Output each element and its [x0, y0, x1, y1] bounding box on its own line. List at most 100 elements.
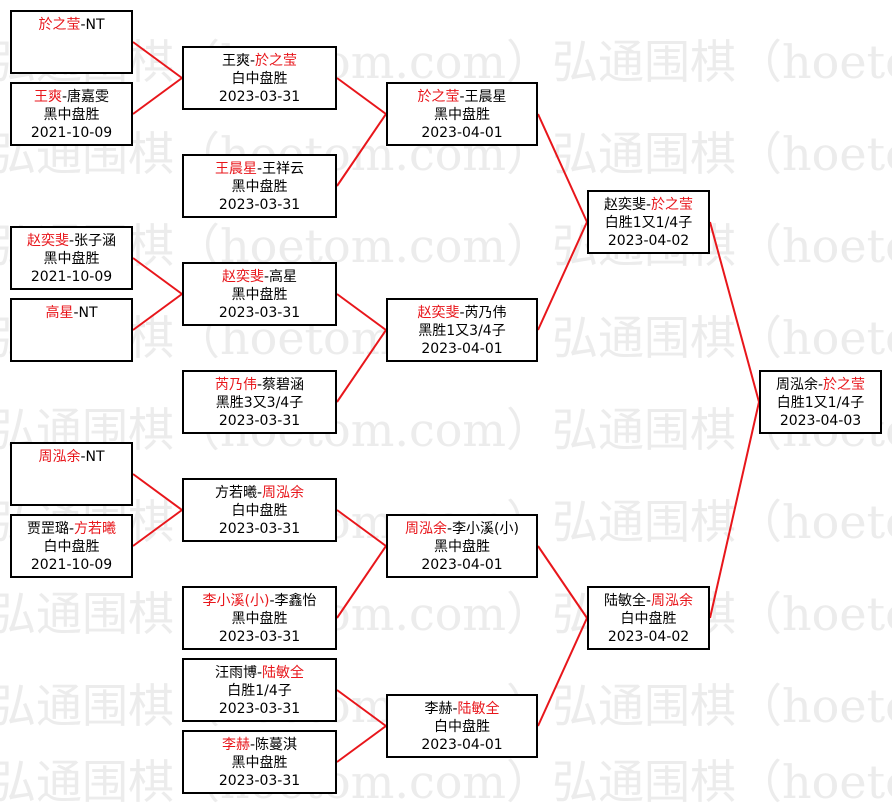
match-box: 芮乃伟-蔡碧涵 黑胜3又3/4子 2023-03-31 — [182, 370, 337, 434]
player-1: 王爽 — [221, 53, 250, 69]
separator: - — [269, 593, 275, 609]
connector-line — [132, 77, 183, 115]
players-line: 赵奕斐-高星 — [184, 268, 335, 286]
separator: - — [80, 17, 86, 33]
player-1: 於之莹 — [38, 17, 81, 33]
connector-line — [336, 77, 387, 115]
watermark-text: 弘通围棋（hoetom.com）弘通围棋（hoetom.com）弘通围棋 — [0, 35, 892, 89]
player-2: 周泓余 — [262, 485, 305, 501]
match-box: 王晨星-王祥云 黑中盘胜 2023-03-31 — [182, 154, 337, 218]
match-box: 贾罡璐-方若曦 白中盘胜 2021-10-09 — [10, 514, 133, 578]
player-1: 李赫 — [221, 737, 250, 753]
players-line: 李赫-陈蔓淇 — [184, 736, 335, 754]
player-1: 赵奕斐 — [221, 269, 264, 285]
connector-line — [336, 509, 387, 547]
date-text: 2023-04-01 — [421, 125, 503, 141]
match-box: 李小溪(小)-李鑫怡 黑中盘胜 2023-03-31 — [182, 586, 337, 650]
player-1: 李赫 — [424, 701, 453, 717]
match-box: 高星-NT — [10, 298, 133, 362]
connector-line — [537, 113, 588, 223]
player-1: 陆敏全 — [603, 593, 646, 609]
separator: - — [817, 377, 824, 393]
match-box: 李赫-陈蔓淇 黑中盘胜 2023-03-31 — [182, 730, 337, 794]
result-text: 黑中盘胜 — [231, 755, 288, 771]
player-2: 张子涵 — [74, 233, 117, 249]
date-text: 2023-03-31 — [218, 197, 301, 213]
watermark-text: 弘通围棋（hoetom.com）弘通围棋（hoetom.com）弘通围棋 — [0, 403, 892, 457]
connector-line — [336, 329, 387, 403]
watermark-text: 弘通围棋（hoetom.com）弘通围棋（hoetom.com）弘通围棋 — [0, 755, 892, 805]
date-text: 2023-04-01 — [421, 557, 503, 573]
match-box: 於之莹-王晨星 黑中盘胜 2023-04-01 — [386, 82, 538, 146]
player-2: 李小溪(小) — [452, 521, 519, 537]
players-line: 赵奕斐-芮乃伟 — [388, 304, 536, 322]
connector-line — [336, 725, 387, 763]
separator: - — [73, 305, 79, 321]
connector-line — [537, 617, 588, 727]
players-line: 方若曦-周泓余 — [184, 484, 335, 502]
player-2: 芮乃伟 — [464, 305, 507, 321]
date-text: 2023-03-31 — [218, 521, 301, 537]
connector-line — [537, 221, 588, 331]
result-text: 黑中盘胜 — [231, 611, 288, 627]
player-1: 於之莹 — [417, 89, 460, 105]
date-text: 2023-03-31 — [218, 629, 301, 645]
player-1: 周泓余 — [38, 449, 81, 465]
players-line: 陆敏全-周泓余 — [589, 592, 708, 610]
match-box: 赵奕斐-张子涵 黑中盘胜 2021-10-09 — [10, 226, 133, 290]
connector-line — [336, 689, 387, 727]
player-2: NT — [78, 305, 98, 321]
result-text: 白中盘胜 — [231, 503, 288, 519]
players-line: 王爽-於之莹 — [184, 52, 335, 70]
connector-line — [336, 293, 387, 331]
date-text: 2021-10-09 — [30, 269, 113, 285]
result-text: 白中盘胜 — [43, 539, 100, 555]
result-text: 白胜1又1/4子 — [604, 215, 693, 231]
players-line: 周泓余-李小溪(小) — [388, 520, 536, 538]
players-line: 赵奕斐-张子涵 — [12, 232, 131, 250]
player-2: 李鑫怡 — [274, 593, 317, 609]
result-text: 黑中盘胜 — [231, 287, 288, 303]
final-match-box: 周泓余-於之莹 白胜1又1/4子 2023-04-03 — [759, 370, 882, 434]
player-1: 李小溪(小) — [202, 593, 270, 609]
result-text: 白胜1又1/4子 — [776, 395, 865, 411]
separator: - — [80, 449, 86, 465]
players-line: 於之莹-王晨星 — [388, 88, 536, 106]
players-line: 汪雨博-陆敏全 — [184, 664, 335, 682]
separator: - — [256, 665, 263, 681]
date-text: 2023-03-31 — [218, 305, 301, 321]
date-text: 2023-04-02 — [607, 233, 690, 249]
connector-line — [537, 545, 588, 619]
connector-line — [336, 113, 387, 187]
date-text: 2023-03-31 — [218, 89, 301, 105]
player-1: 赵奕斐 — [26, 233, 69, 249]
players-line: 贾罡璐-方若曦 — [12, 520, 131, 538]
match-box: 李赫-陆敏全 白中盘胜 2023-04-01 — [386, 694, 538, 758]
match-box: 汪雨博-陆敏全 白胜1/4子 2023-03-31 — [182, 658, 337, 722]
player-2: 唐嘉雯 — [67, 89, 110, 105]
result-text: 黑中盘胜 — [43, 251, 100, 267]
player-1: 贾罡璐 — [26, 521, 69, 537]
date-text: 2023-04-01 — [421, 341, 503, 357]
match-box: 赵奕斐-高星 黑中盘胜 2023-03-31 — [182, 262, 337, 326]
date-text: 2023-04-02 — [607, 629, 690, 645]
watermark-text: 弘通围棋（hoetom.com）弘通围棋（hoetom.com）弘通围棋 — [0, 219, 892, 273]
date-text: 2023-03-31 — [218, 701, 301, 717]
result-text: 白中盘胜 — [620, 611, 677, 627]
match-box: 陆敏全-周泓余 白中盘胜 2023-04-02 — [587, 586, 710, 650]
players-line: 高星-NT — [12, 304, 131, 322]
connector-line — [132, 257, 183, 295]
result-text: 白中盘胜 — [231, 71, 288, 87]
separator: - — [249, 737, 256, 753]
player-2: 周泓余 — [651, 593, 694, 609]
date-text: 2023-03-31 — [218, 773, 301, 789]
separator: - — [645, 593, 652, 609]
players-line: 赵奕斐-於之莹 — [589, 196, 708, 214]
player-2: 於之莹 — [823, 377, 866, 393]
player-1: 王晨星 — [214, 161, 257, 177]
result-text: 白胜1/4子 — [227, 683, 292, 699]
connector-line — [132, 293, 183, 331]
player-1: 方若曦 — [214, 485, 257, 501]
date-text: 2021-10-09 — [30, 557, 113, 573]
